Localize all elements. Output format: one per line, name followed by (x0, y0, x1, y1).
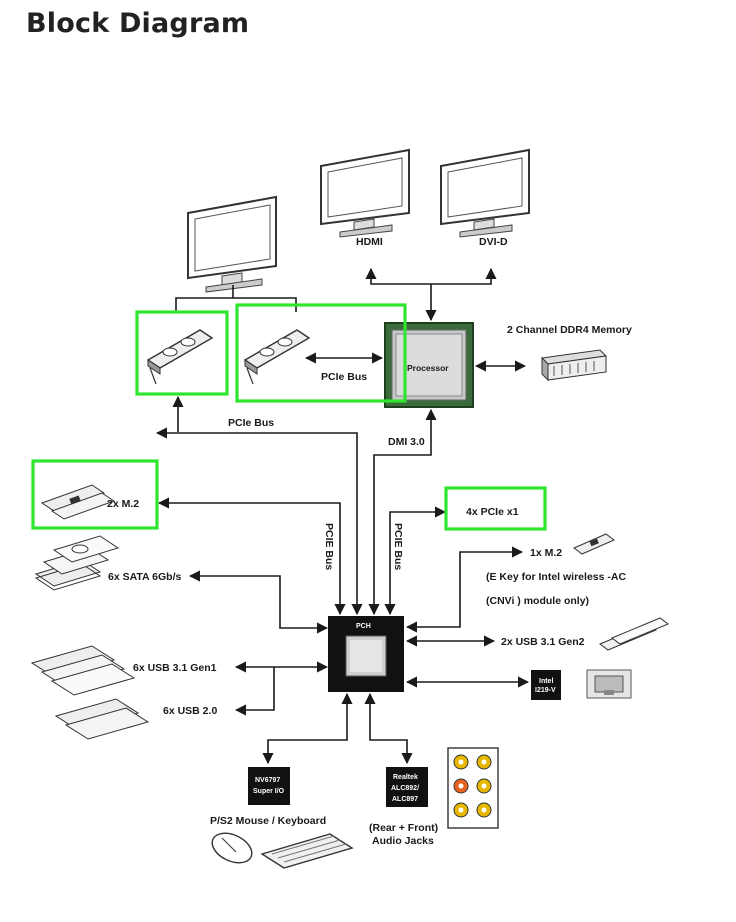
highlight-pcie-x1 (444, 486, 547, 531)
graphics-card-icon (146, 329, 214, 385)
usb31-gen2-label: 2x USB 3.1 Gen2 (501, 636, 585, 648)
pcie-bus-gpu-label: PCIe Bus (321, 371, 367, 383)
keyboard-icon (260, 833, 354, 869)
dvid-label: DVI-D (479, 236, 508, 248)
m2-right-note2: (CNVi ) module only) (486, 595, 589, 607)
pch-label: PCH (356, 623, 371, 630)
lan-chip-label-1: Intel (539, 678, 553, 685)
m2-right-wire (405, 546, 524, 633)
pcie-bus-left-wire (155, 427, 363, 616)
audio-chip-label-2: ALC892/ (391, 785, 419, 792)
m2-ssd-icon (40, 484, 116, 520)
usb-flash-drive-icon (54, 698, 150, 740)
dmi-label: DMI 3.0 (388, 436, 425, 448)
pcie-x1-label: 4x PCIe x1 (466, 506, 519, 518)
usb20-label: 6x USB 2.0 (163, 705, 217, 717)
ethernet-port-icon (586, 669, 632, 699)
memory-module-icon (540, 349, 608, 382)
audio-jacks-label-1: (Rear + Front) (369, 822, 438, 834)
ps2-label: P/S2 Mouse / Keyboard (210, 815, 326, 827)
audio-chip (386, 767, 428, 807)
lan-chip (531, 670, 561, 700)
monitor-icon (440, 148, 530, 238)
m2-left-label: 2x M.2 (107, 498, 139, 510)
pcie-bus-left-label: PCIe Bus (228, 417, 274, 429)
highlight-m2-left (31, 459, 159, 530)
highlight-gpu-left (135, 310, 229, 396)
audio-chip-label-3: ALC897 (392, 796, 418, 803)
usb-flash-drive-icon (599, 617, 669, 651)
monitor-icon (187, 195, 277, 293)
pcie-bus-v2-label: PCIE Bus (392, 523, 404, 570)
m2-right-label: 1x M.2 (530, 547, 562, 559)
pch-chip (328, 616, 404, 692)
sata-wire (188, 570, 329, 634)
mouse-icon (211, 832, 253, 864)
m2-ssd-icon (573, 533, 615, 555)
processor-label: Processor (407, 363, 449, 373)
usb31-gen1-label: 6x USB 3.1 Gen1 (133, 662, 217, 674)
hdmi-label: HDMI (356, 236, 383, 248)
superio-wire (262, 692, 353, 765)
dmi-wire (368, 408, 437, 616)
audio-chip-label-1: Realtek (393, 774, 418, 781)
highlight-gpu-cpu (235, 303, 407, 403)
memory-label: 2 Channel DDR4 Memory (507, 324, 632, 336)
usb20-wire (234, 667, 275, 716)
sata-label: 6x SATA 6Gb/s (108, 571, 181, 583)
page-title: Block Diagram (26, 8, 250, 39)
display-out-wire (365, 267, 497, 285)
usb-flash-drive-icon (30, 645, 136, 696)
monitor-icon (320, 148, 410, 238)
m2-right-note1: (E Key for Intel wireless -AC (486, 571, 626, 583)
pcie-bus-v1-wire (157, 497, 346, 616)
superio-chip (248, 767, 290, 805)
superio-label-1: NV6797 (255, 777, 280, 784)
superio-label-2: Super I/O (253, 788, 285, 795)
audio-jack-panel-icon (447, 747, 499, 829)
lan-chip-label-2: I219-V (535, 687, 556, 694)
audio-jacks-label-2: Audio Jacks (372, 835, 434, 847)
audio-wire (364, 692, 413, 765)
pcie-bus-v1-label: PCIE Bus (323, 523, 335, 570)
hard-drive-icon (34, 535, 120, 591)
pcie-bus-v2-wire (384, 506, 447, 616)
graphics-card-icon (243, 329, 311, 385)
